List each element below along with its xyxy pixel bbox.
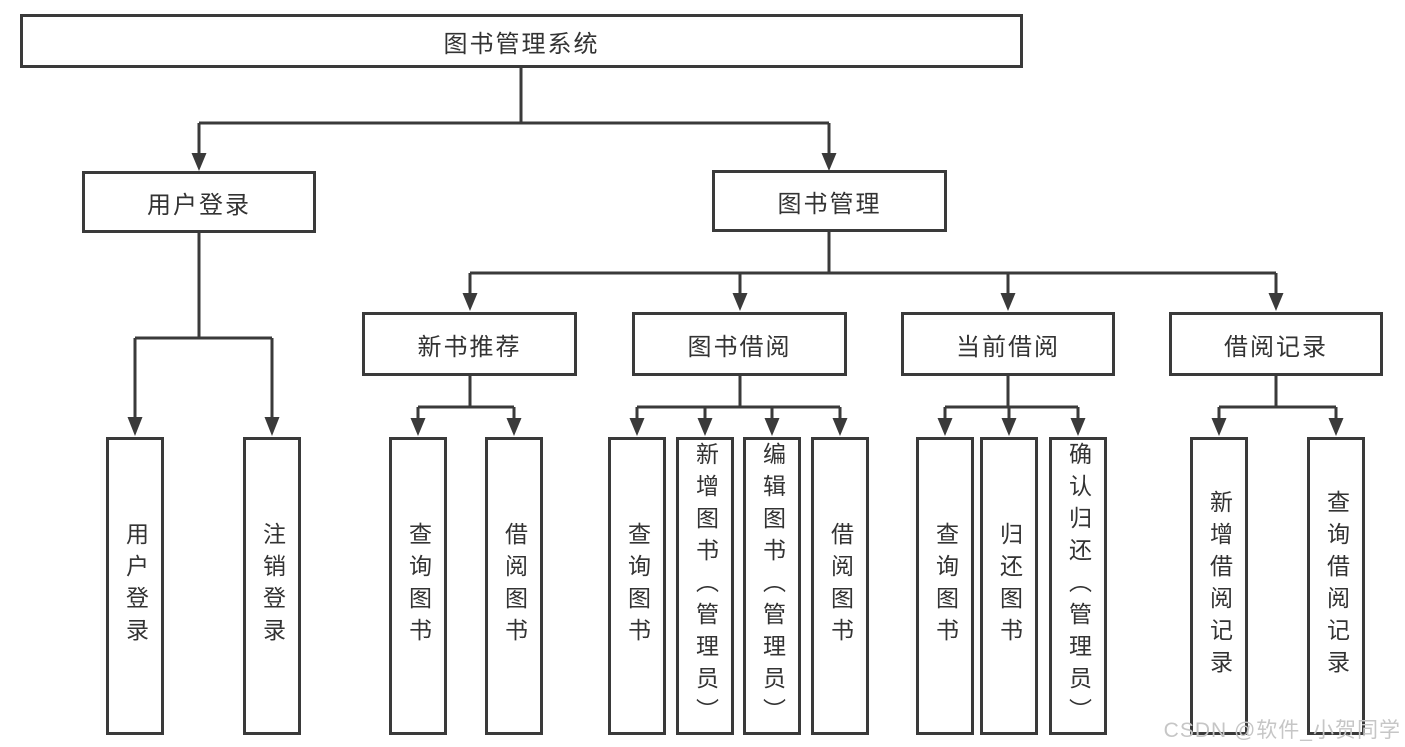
node-leaf-edit-book: 编辑图书（管理员） [743,437,801,735]
node-leaf-query-book-3: 查询图书 [916,437,974,735]
node-leaf-add-borrow-record: 新增借阅记录 [1190,437,1248,735]
node-leaf-return-book: 归还图书 [980,437,1038,735]
node-root: 图书管理系统 [20,14,1023,68]
node-new-book-rec: 新书推荐 [362,312,577,376]
node-book-mgmt: 图书管理 [712,170,947,232]
node-leaf-query-borrow-record: 查询借阅记录 [1307,437,1365,735]
connector-borrow-records-children [1211,376,1344,436]
node-leaf-borrow-book-1: 借阅图书 [485,437,543,735]
connector-book-borrow-children [629,376,848,436]
node-leaf-add-book: 新增图书（管理员） [676,437,734,735]
node-leaf-user-login: 用户登录 [106,437,164,735]
node-current-borrow: 当前借阅 [901,312,1115,376]
connector-book-mgmt-children [462,232,1284,311]
node-borrow-records: 借阅记录 [1169,312,1383,376]
csdn-watermark: CSDN @软件_小贺同学 [1163,719,1401,742]
node-leaf-query-book-1: 查询图书 [389,437,447,735]
connector-current-borrow-children [937,376,1086,436]
node-leaf-query-book-2: 查询图书 [608,437,666,735]
node-book-borrow: 图书借阅 [632,312,847,376]
connector-new-book-rec-children [410,376,522,436]
node-user-login: 用户登录 [82,171,316,233]
connector-root-children [191,68,837,171]
connector-user-login-children [127,233,280,436]
node-leaf-borrow-book-2: 借阅图书 [811,437,869,735]
node-leaf-logout: 注销登录 [243,437,301,735]
node-leaf-confirm-return: 确认归还（管理员） [1049,437,1107,735]
